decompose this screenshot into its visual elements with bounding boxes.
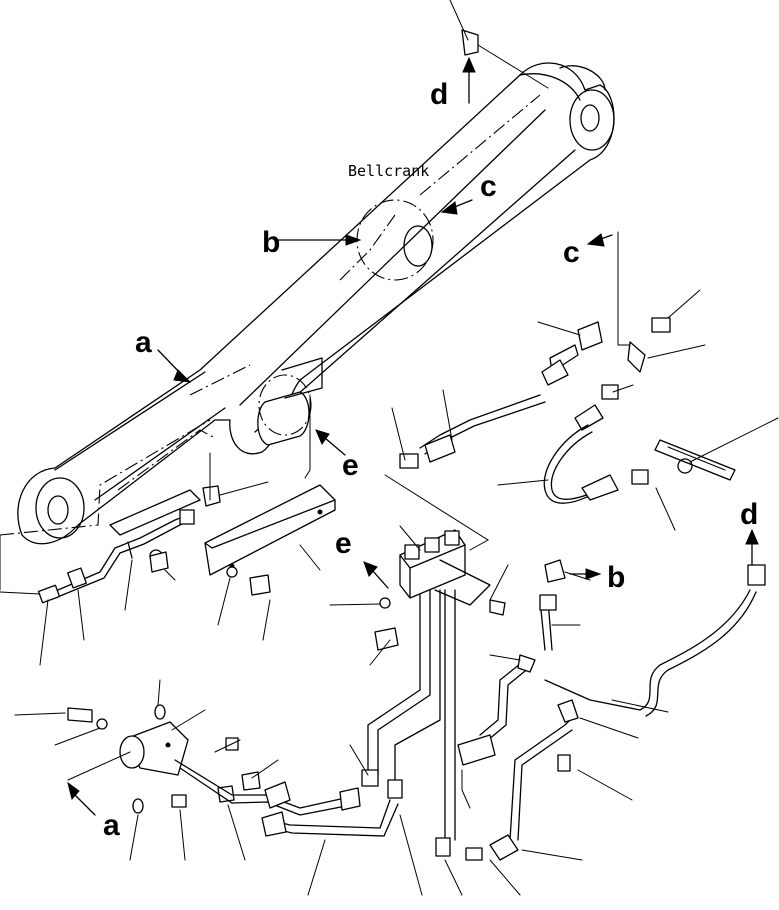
- label-a-arm: a: [135, 326, 152, 359]
- hose-bracket: [204, 484, 336, 576]
- control-valve: [379, 529, 506, 616]
- mounting-plate-left: [109, 489, 201, 536]
- lower-tubes: [229, 559, 579, 861]
- label-e-valve: e: [335, 527, 352, 560]
- bellcrank-caption: Bellcrank: [348, 162, 429, 180]
- upper-right-hose: [399, 317, 736, 504]
- label-e-arm: e: [342, 449, 359, 482]
- label-d-right: d: [740, 498, 758, 531]
- label-c-bellcrank: c: [480, 170, 497, 203]
- long-hose-d: [544, 564, 766, 717]
- callout-arrows: [67, 56, 759, 816]
- boom-arm: [0, 62, 615, 545]
- left-valve-block: [67, 704, 261, 814]
- valve-tubes: [361, 589, 456, 857]
- label-b-right: b: [607, 561, 625, 594]
- label-d-top: d: [430, 78, 448, 111]
- label-b-bellcrank: b: [262, 226, 280, 259]
- label-a-bottom: a: [103, 809, 120, 842]
- label-c-right: c: [563, 236, 580, 269]
- bolts: [149, 29, 569, 651]
